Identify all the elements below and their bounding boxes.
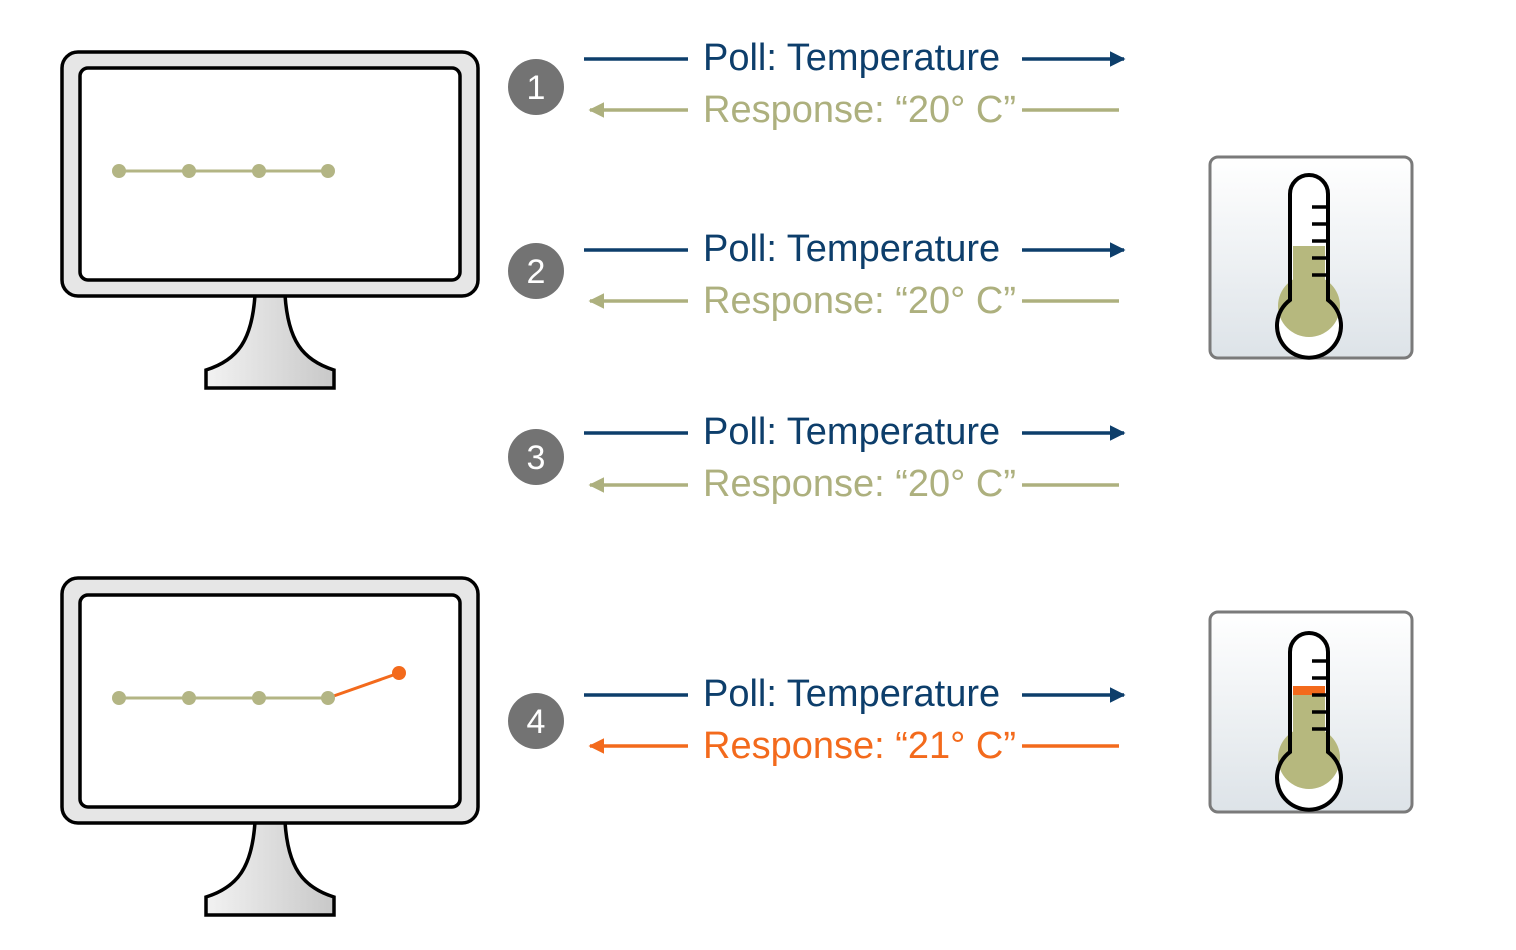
reading-point bbox=[321, 691, 335, 705]
poll-label: Poll: Temperature bbox=[703, 37, 1000, 79]
step-badge bbox=[508, 59, 564, 115]
monitor-2-trend-line bbox=[112, 666, 406, 705]
poll-label: Poll: Temperature bbox=[703, 411, 1000, 453]
reading-point-new bbox=[392, 666, 406, 680]
poll-label: Poll: Temperature bbox=[703, 673, 1000, 715]
monitor-1-trend-line bbox=[112, 164, 335, 178]
reading-point bbox=[112, 164, 126, 178]
reading-point bbox=[321, 164, 335, 178]
reading-point bbox=[182, 691, 196, 705]
response-label-changed: Response: “21° C” bbox=[703, 725, 1016, 767]
monitor-icon bbox=[60, 50, 480, 390]
exchange-2: 2 Poll: Temperature Response: “20° C” bbox=[508, 228, 1126, 322]
step-number: 4 bbox=[527, 703, 546, 741]
exchange-1: 1 Poll: Temperature Response: “20° C” bbox=[508, 37, 1126, 131]
step-number: 2 bbox=[527, 253, 546, 291]
step-number: 1 bbox=[527, 69, 546, 107]
reading-point bbox=[252, 164, 266, 178]
exchange-3: 3 Poll: Temperature Response: “20° C” bbox=[508, 411, 1126, 505]
trend-line-change-segment bbox=[327, 671, 400, 700]
step-number: 3 bbox=[527, 439, 546, 477]
reading-point bbox=[182, 164, 196, 178]
reading-point bbox=[252, 691, 266, 705]
step-badge bbox=[508, 429, 564, 485]
step-badge bbox=[508, 693, 564, 749]
poll-label: Poll: Temperature bbox=[703, 228, 1000, 270]
thermometer-icon bbox=[1208, 155, 1414, 360]
response-label: Response: “20° C” bbox=[703, 89, 1016, 131]
thermometer-icon bbox=[1208, 610, 1414, 814]
reading-point bbox=[112, 691, 126, 705]
response-label: Response: “20° C” bbox=[703, 463, 1016, 505]
monitor-icon bbox=[60, 576, 480, 917]
exchange-4: 4 Poll: Temperature Response: “21° C” bbox=[508, 673, 1126, 767]
step-badge bbox=[508, 243, 564, 299]
response-label: Response: “20° C” bbox=[703, 280, 1016, 322]
